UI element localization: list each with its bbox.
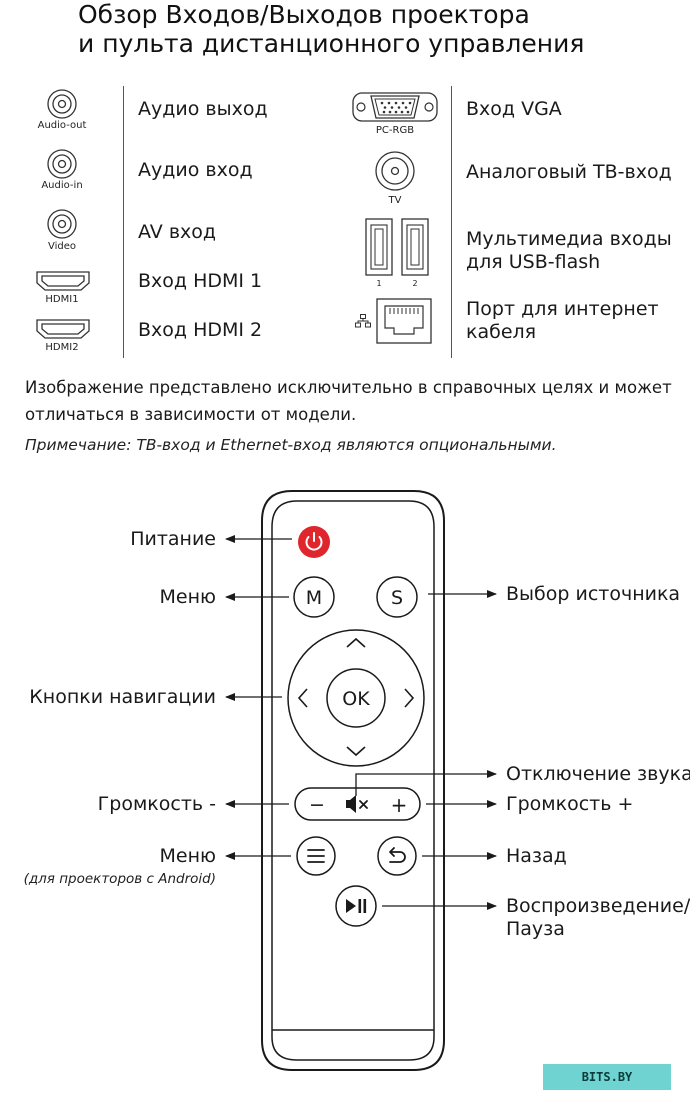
label-power: Питание [130, 528, 216, 550]
volume-up-button[interactable]: + [391, 793, 408, 817]
disclaimer-line-2: отличаться в зависимости от модели. [25, 405, 357, 424]
port-label-hdmi1: Вход HDMI 1 [138, 270, 263, 292]
title-line-1: Обзор Входов/Выходов проектора [78, 0, 530, 29]
ok-button-label: OK [342, 688, 370, 710]
arrow-mute [355, 770, 497, 796]
port-label-hdmi2: Вход HDMI 2 [138, 319, 263, 341]
android-menu-button[interactable] [296, 836, 336, 876]
hdmi1-port-icon [36, 271, 90, 291]
usb-port-1-icon [365, 218, 393, 276]
nav-right-button[interactable] [404, 688, 415, 708]
ok-button[interactable]: OK [326, 668, 386, 728]
port-caption-hdmi1: HDMI1 [45, 294, 79, 305]
hdmi2-port-icon [36, 319, 90, 339]
label-menu: Меню [159, 586, 217, 608]
remote-body [261, 490, 445, 1071]
volume-down-button[interactable]: − [309, 794, 325, 816]
callout-arrows [225, 535, 497, 910]
port-label-ethernet-line2: кабеля [466, 321, 537, 343]
port-caption-tv: TV [388, 195, 402, 206]
nav-down-button[interactable] [346, 746, 366, 757]
menu-button[interactable]: M [293, 576, 335, 618]
label-play-line2: Пауза [506, 918, 565, 940]
label-navigation: Кнопки навигации [29, 686, 216, 708]
page-title: Обзор Входов/Выходов проектора и пульта … [78, 0, 584, 58]
port-caption-pc-rgb: PC-RGB [375, 125, 415, 136]
mute-button[interactable] [346, 795, 368, 813]
port-label-tv: Аналоговый ТВ-вход [466, 161, 672, 183]
port-caption-audio-in: Audio-in [41, 180, 83, 191]
port-label-vga: Вход VGA [466, 98, 562, 120]
tv-coax-icon [375, 151, 415, 191]
port-caption-hdmi2: HDMI2 [45, 342, 79, 353]
watermark-logo: BITS.BY [543, 1064, 671, 1090]
power-icon [305, 532, 323, 551]
network-icon [355, 314, 371, 328]
back-arrow-icon [389, 847, 406, 863]
label-android-menu-note: (для проекторов с Android) [23, 871, 216, 887]
title-line-2: и пульта дистанционного управления [78, 29, 585, 58]
port-label-audio-out: Аудио выход [138, 98, 268, 120]
play-pause-button[interactable] [335, 885, 377, 927]
port-caption-video: Video [47, 241, 77, 252]
disclaimer: Изображение представлено исключительно в… [25, 374, 672, 428]
play-pause-icon [346, 899, 367, 913]
audio-out-jack-icon [47, 89, 77, 119]
navigation-pad: OK [287, 629, 425, 767]
usb-caption-2: 2 [412, 279, 418, 288]
port-label-ethernet-line1: Порт для интернет [466, 298, 659, 320]
label-volume-down: Громкость - [97, 793, 216, 815]
label-mute: Отключение звука [506, 763, 690, 785]
label-play-line1: Воспроизведение/ [506, 895, 690, 917]
ethernet-port-icon [376, 298, 432, 344]
vga-port-icon [352, 92, 438, 122]
port-label-usb-line1: Мультимедиа входы [466, 228, 672, 250]
nav-left-button[interactable] [297, 688, 308, 708]
mute-icon [346, 795, 368, 813]
source-button-label: S [391, 587, 403, 609]
label-back: Назад [506, 845, 567, 867]
label-android-menu: Меню [159, 845, 217, 867]
label-source: Выбор источника [506, 583, 681, 605]
port-label-av: AV вход [138, 221, 217, 243]
usb-caption-1: 1 [376, 279, 382, 288]
note: Примечание: ТВ-вход и Ethernet-вход явля… [25, 436, 557, 454]
divider-right [451, 86, 452, 358]
menu-button-label: M [306, 587, 322, 609]
power-button[interactable] [298, 526, 330, 558]
back-button[interactable] [377, 836, 417, 876]
port-label-audio-in: Аудио вход [138, 159, 253, 181]
divider-left [123, 86, 124, 358]
volume-bar: − + [294, 787, 421, 821]
port-caption-audio-out: Audio-out [37, 120, 87, 131]
audio-in-jack-icon [47, 149, 77, 179]
port-label-usb-line2: для USB-flash [466, 251, 601, 273]
video-jack-icon [47, 209, 77, 239]
hamburger-icon [307, 849, 325, 863]
nav-up-button[interactable] [346, 637, 366, 648]
label-volume-up: Громкость + [506, 793, 634, 815]
usb-port-2-icon [401, 218, 429, 276]
source-button[interactable]: S [376, 576, 418, 618]
disclaimer-line-1: Изображение представлено исключительно в… [25, 378, 672, 397]
